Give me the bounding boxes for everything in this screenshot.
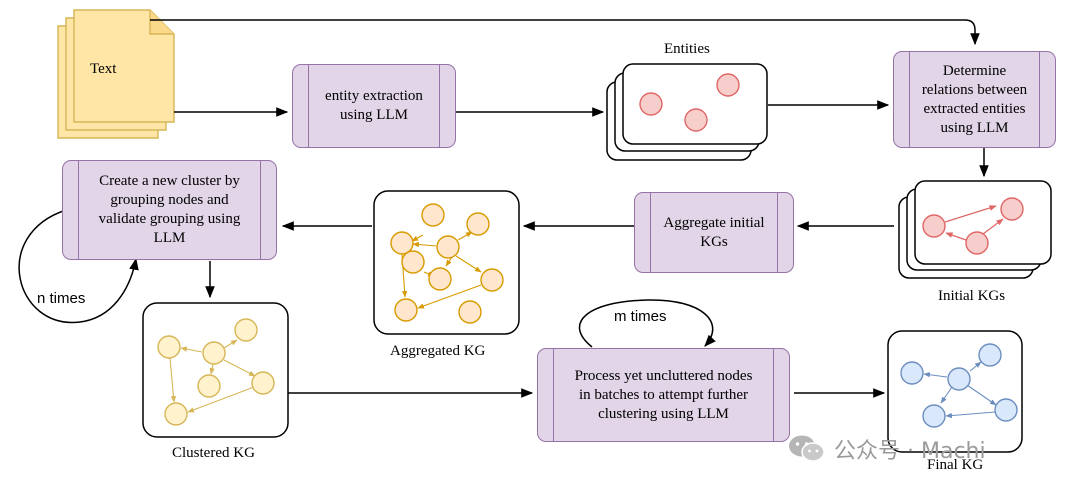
entity-extraction-step: entity extraction using LLM [292,64,456,148]
clustered-kg-card [142,302,289,438]
final-kg-node [900,361,924,385]
aggregated-kg-node [401,250,425,274]
clustered-kg-node [197,374,221,398]
clustered-kg-node [164,402,188,426]
aggregated-kg-label: Aggregated KG [390,343,486,359]
aggregated-kg-node [480,268,504,292]
initial-kg-node [922,214,946,238]
final-kg-node [994,398,1018,422]
process-batches-step: Process yet uncluttered nodes in batches… [537,348,790,442]
aggregated-kg-node [466,212,490,236]
m-times-label: m times [614,308,667,325]
aggregate-kgs-step: Aggregate initial KGs [634,192,794,273]
n-times-label: n times [37,290,86,307]
arrow-text-to-determine [150,19,980,46]
watermark-text: 公众号 · Machi [834,439,986,464]
final-kg-node [947,367,971,391]
final-kg-node [922,404,946,428]
final-kg-card [887,330,1023,453]
flow-arrows [18,19,989,398]
aggregated-kg-card [373,190,520,335]
clustered-kg-node [234,318,258,342]
entity-node [684,108,708,132]
create-cluster-step: Create a new cluster by grouping nodes a… [62,160,277,260]
clustered-kg-node [157,335,181,359]
aggregated-kg-node [390,231,414,255]
entities-label: Entities [664,41,710,57]
final-kg-node [978,343,1002,367]
wechat-icon [789,435,825,462]
determine-relations-step: Determine relations between extracted en… [893,51,1056,148]
clustered-kg-label: Clustered KG [172,445,255,461]
aggregated-kg-node [428,267,452,291]
entity-node [639,92,663,116]
clustered-kg-node [251,371,275,395]
clustered-kg-node [202,341,226,365]
aggregated-kg-node [394,298,418,322]
text-document-stack [57,9,175,139]
initial-kgs-label: Initial KGs [938,288,1006,304]
text-document-label: Text [90,61,117,77]
loop-n-times [18,209,139,324]
aggregated-kg-node [421,203,445,227]
aggregated-kg-node [458,300,482,324]
loop-m-times [578,299,716,348]
initial-kgs-card-stack [898,180,1052,279]
entity-node [716,73,740,97]
final-kg-label: Final KG [927,457,984,473]
watermark: 公众号 · Machi [788,433,986,465]
initial-kg-node [965,231,989,255]
aggregated-kg-node [436,235,460,259]
initial-kg-node [1000,197,1024,221]
entities-card-stack [606,63,768,161]
